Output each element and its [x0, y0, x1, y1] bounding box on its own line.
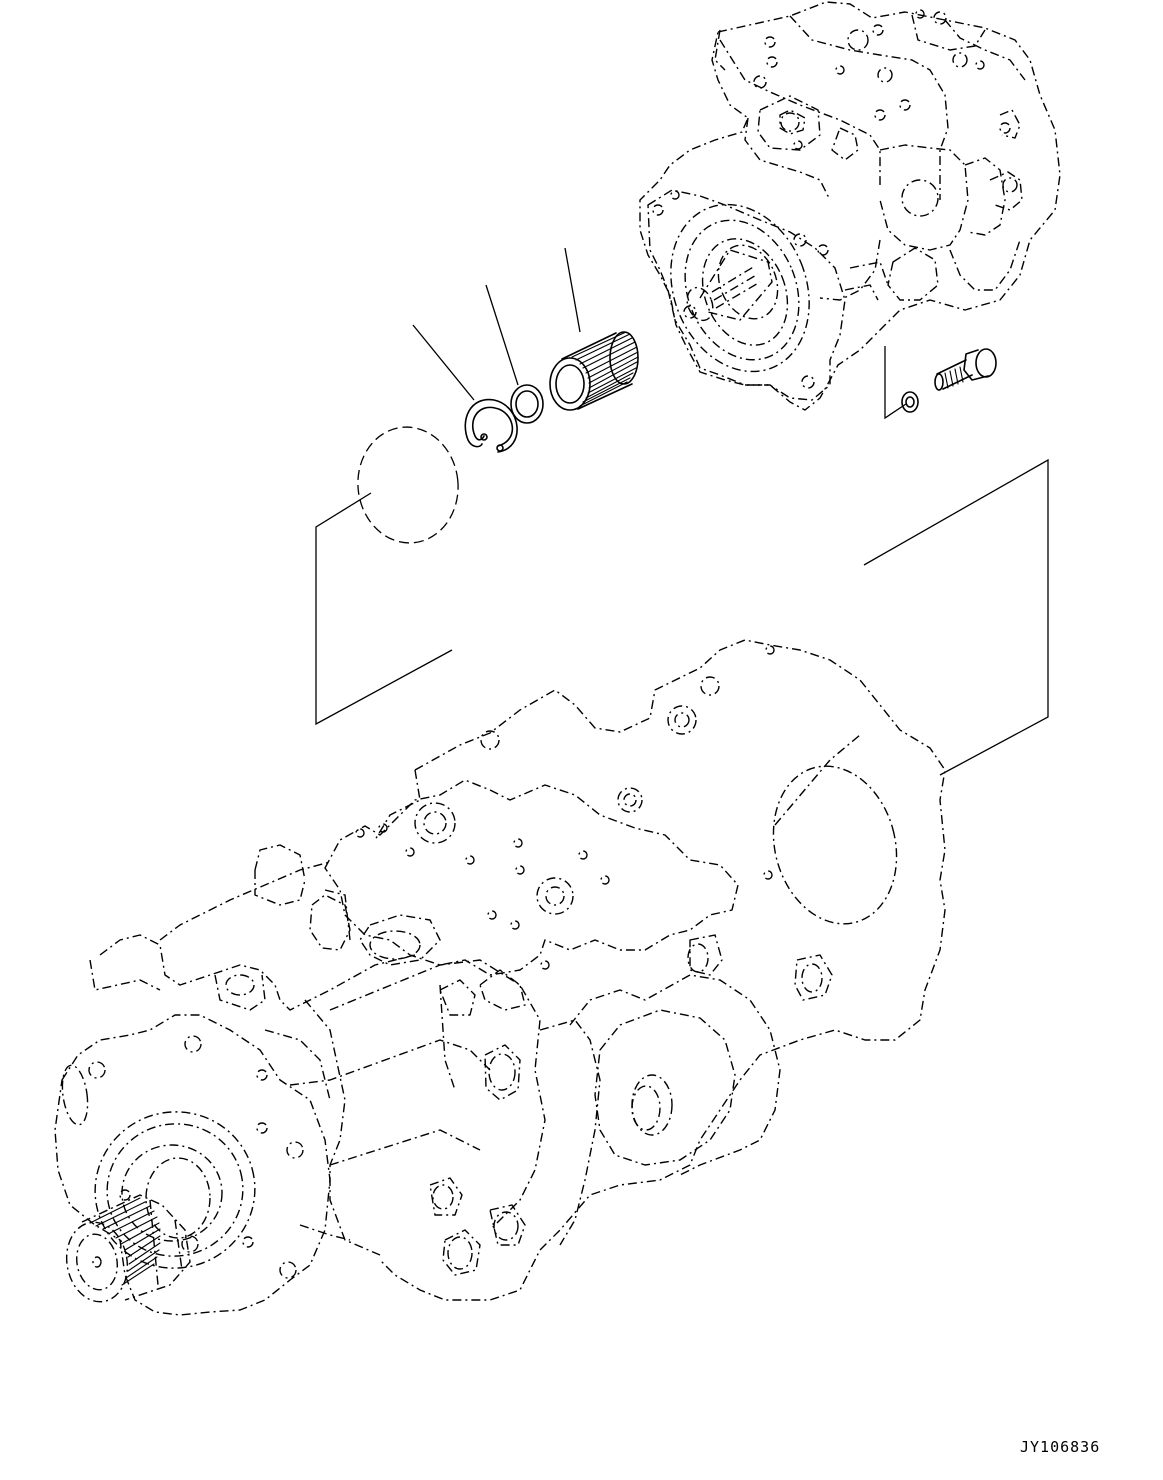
washer-icon [510, 384, 544, 424]
snap-ring-icon [464, 398, 518, 453]
upper-pump-assembly [639, 1, 1061, 411]
leader-lines [315, 247, 1049, 776]
washer-icon [901, 391, 919, 413]
drawing-reference-code: JY106836 [1020, 1438, 1100, 1456]
main-pump-assembly [54, 639, 946, 1316]
upper-pump-flange [647, 189, 846, 401]
exploded-small-parts [357, 331, 997, 544]
o-ring-icon [357, 426, 459, 544]
main-pump-output-shaft [65, 1194, 191, 1303]
main-pump-port-holes [355, 645, 775, 970]
main-pump-front-flange [54, 1014, 331, 1316]
bolt-icon [934, 348, 997, 391]
coupling-icon [549, 331, 639, 411]
upper-pump-port-holes [753, 9, 1018, 217]
